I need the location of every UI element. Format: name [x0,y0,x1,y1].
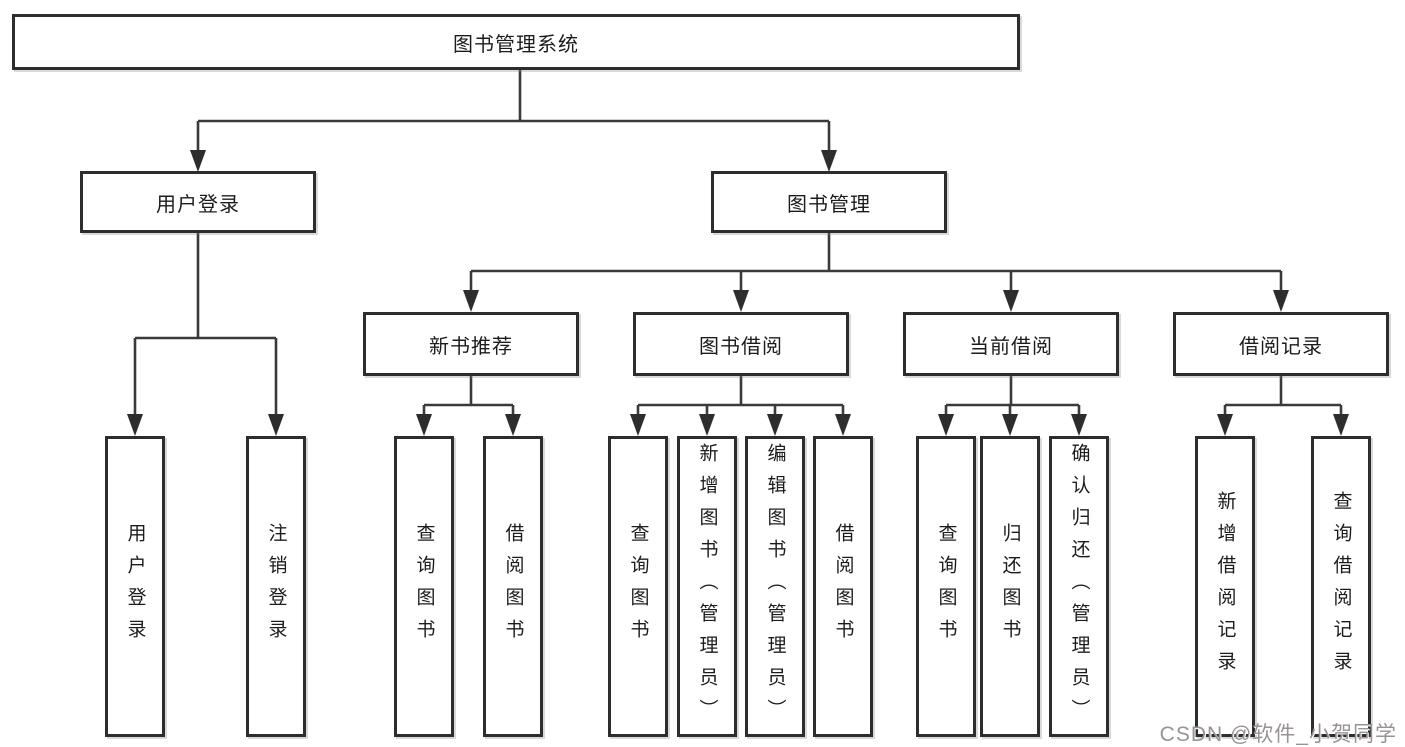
leaf-cb-query-books-label: 查询图书 [935,522,957,651]
leaf-bb-borrow-books-label: 借阅图书 [832,522,854,651]
leaf-br-query-record-label: 查询借阅记录 [1330,490,1352,683]
leaf-user-login-label: 用户登录 [124,522,146,651]
leaf-cb-return-books-label: 归还图书 [999,522,1021,651]
leaf-logout: 注销登录 [246,436,306,737]
leaf-logout-label: 注销登录 [265,522,287,651]
arrowheads [127,150,1349,436]
leaf-cb-return-books: 归还图书 [980,436,1040,737]
watermark: CSDN @软件_小贺同学 [1159,723,1397,746]
leaf-bb-query-books-label: 查询图书 [627,522,649,651]
leaf-cb-confirm-return-admin-label: 确认归还（管理员） [1068,442,1090,731]
node-borrowing-records-label: 借阅记录 [1239,335,1323,358]
node-user-login-label: 用户登录 [156,193,240,216]
leaf-rec-query-books: 查询图书 [394,436,454,737]
node-user-login: 用户登录 [80,171,316,233]
leaf-bb-add-books-admin-label: 新增图书（管理员） [696,442,718,731]
leaf-cb-query-books: 查询图书 [916,436,976,737]
node-borrowing-records: 借阅记录 [1173,312,1389,376]
leaf-br-add-record: 新增借阅记录 [1195,436,1255,737]
node-library-system-label: 图书管理系统 [453,33,579,56]
leaf-bb-edit-books-admin-label: 编辑图书（管理员） [764,442,786,731]
leaf-bb-borrow-books: 借阅图书 [813,436,873,737]
node-new-book-recommend: 新书推荐 [363,312,579,376]
leaf-bb-query-books: 查询图书 [608,436,668,737]
node-current-borrowing: 当前借阅 [903,312,1119,376]
leaf-rec-borrow-books: 借阅图书 [483,436,543,737]
leaf-cb-confirm-return-admin: 确认归还（管理员） [1049,436,1109,737]
node-book-borrowing: 图书借阅 [633,312,849,376]
leaf-user-login: 用户登录 [105,436,165,737]
leaf-br-add-record-label: 新增借阅记录 [1214,490,1236,683]
leaf-rec-borrow-books-label: 借阅图书 [502,522,524,651]
leaf-bb-add-books-admin: 新增图书（管理员） [677,436,737,737]
leaf-br-query-record: 查询借阅记录 [1311,436,1371,737]
node-book-management: 图书管理 [711,171,947,233]
leaf-bb-edit-books-admin: 编辑图书（管理员） [745,436,805,737]
node-library-system: 图书管理系统 [12,14,1020,70]
node-current-borrowing-label: 当前借阅 [969,335,1053,358]
node-book-management-label: 图书管理 [787,193,871,216]
node-book-borrowing-label: 图书借阅 [699,335,783,358]
leaf-rec-query-books-label: 查询图书 [413,522,435,651]
node-new-book-recommend-label: 新书推荐 [429,335,513,358]
